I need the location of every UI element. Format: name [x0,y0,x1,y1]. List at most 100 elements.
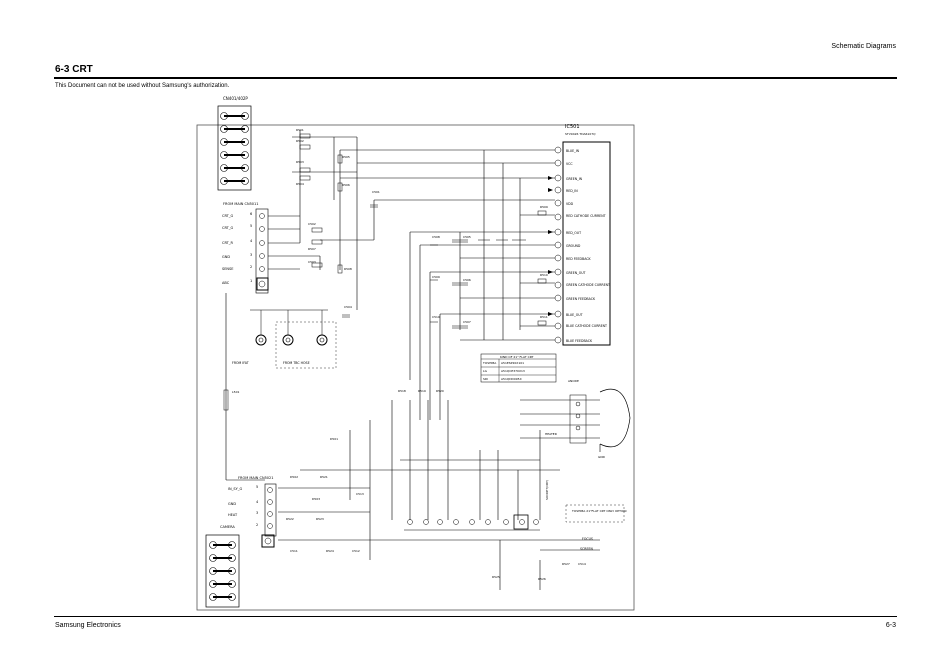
svg-text:4: 4 [250,239,253,243]
footer-company: Samsung Electronics [55,622,121,629]
svg-text:CAMERA: CAMERA [220,525,235,529]
ic501-body [562,141,611,346]
from-main-label: FROM MAIN CN5011 [223,202,258,206]
crt-neck [569,388,631,452]
svg-text:ABC: ABC [222,281,230,285]
focus-label: FOCUS [582,537,593,541]
footer-page-number: 6-3 [885,622,896,629]
from-ifat-label: FROM IFAT [232,361,249,365]
main-connector-pins [256,213,269,291]
svg-text:A51QDD095X: A51QDD095X [501,377,522,381]
bottom-block-pins [209,541,236,601]
svg-text:R526: R526 [538,577,546,581]
svg-text:VDD: VDD [566,202,574,206]
svg-text:R502: R502 [296,139,304,143]
passive-components [299,133,547,329]
svg-text:C501: C501 [372,190,380,194]
bottom-connector-pins [261,487,275,548]
svg-text:R518: R518 [398,389,406,393]
svg-text:SENSE: SENSE [222,267,233,271]
ic-pins: BLUE_IN VCC GREEN_IN RED_IN VDD RED CATH… [548,146,610,344]
svg-text:HEAT: HEAT [228,513,238,517]
svg-text:2: 2 [256,523,258,527]
svg-text:RED CATHODE CURRENT: RED CATHODE CURRENT [566,214,606,218]
svg-text:C513: C513 [356,492,364,496]
svg-text:CRT_G: CRT_G [222,214,234,218]
toshiba-note-box [565,504,625,523]
ic-part: STV9426 TDA6107Q [565,132,596,136]
l501-label: L501 [232,390,239,394]
svg-text:D502: D502 [290,475,298,479]
svg-text:C502: C502 [308,222,316,226]
svg-text:1: 1 [250,279,252,283]
ifat-tbc-jacks [250,309,337,369]
svg-text:A51QCE370X13: A51QCE370X13 [501,369,525,373]
svg-text:R511: R511 [540,315,548,319]
svg-text:R527: R527 [562,562,570,566]
crt-type-table: KIND OF 21" FLAT CRT TOSHIBA A51ESP20X10… [480,353,557,383]
svg-text:C507: C507 [463,320,471,324]
svg-text:R519: R519 [418,389,426,393]
svg-text:A51ESP20X101: A51ESP20X101 [501,361,524,365]
svg-text:BLUE_OUT: BLUE_OUT [566,313,583,317]
svg-text:5: 5 [256,485,258,489]
from-tbc-label: FROM TBC HOSE [283,361,310,365]
main-connector [255,208,269,294]
svg-text:KIND OF 21" FLAT CRT: KIND OF 21" FLAT CRT [500,355,534,359]
bottom-connector-block [205,534,240,608]
svg-text:BLUE FEEDBACK: BLUE FEEDBACK [566,339,593,343]
svg-text:D501: D501 [330,437,338,441]
svg-text:C508: C508 [432,235,440,239]
socket-label: SOCKET(CRT) [545,480,549,500]
top-connector-block [217,105,252,191]
svg-text:GROUND: GROUND [566,244,581,248]
svg-text:C511: C511 [290,549,298,553]
svg-text:C509: C509 [432,275,440,279]
svg-text:R525: R525 [492,575,500,579]
left-bus [223,293,265,481]
svg-text:3: 3 [256,511,258,515]
top-connector-pins [220,112,249,185]
svg-text:BLUE_IN: BLUE_IN [566,149,580,153]
svg-text:CRT_G: CRT_G [222,226,234,230]
svg-text:6: 6 [250,212,252,216]
svg-text:GREEN FEEDBACK: GREEN FEEDBACK [566,297,596,301]
svg-text:R501: R501 [296,128,304,132]
svg-text:4: 4 [256,500,259,504]
svg-text:GREEN CATHODE CURRENT: GREEN CATHODE CURRENT [566,283,610,287]
svg-text:TOSHIBA: TOSHIBA [482,361,497,365]
top-connector-label: CN401/402P [223,96,248,101]
svg-text:5: 5 [250,224,252,228]
svg-text:RED_OUT: RED_OUT [566,231,581,235]
bottom-connector [264,483,277,537]
signal-wiring [268,130,555,420]
socket-pins [404,514,540,531]
bottom-divider [54,616,897,617]
svg-text:R510: R510 [540,273,548,277]
gnd-label: GND [598,455,606,459]
svg-text:R505: R505 [342,155,350,159]
svg-text:R508: R508 [344,267,352,271]
from-main-2-label: FROM MAIN CN5021 [238,476,273,480]
heater-label: HEATER [545,432,557,436]
svg-text:R524: R524 [326,549,334,553]
page-title: 6-3 CRT [55,64,93,75]
svg-text:R521: R521 [320,475,328,479]
svg-text:C503: C503 [308,260,316,264]
svg-text:R507: R507 [308,247,316,251]
svg-text:RED_IN: RED_IN [566,189,578,193]
section-label: Schematic Diagrams [831,43,896,50]
svg-text:R520: R520 [436,389,444,393]
svg-text:LG: LG [483,369,488,373]
svg-text:SDI: SDI [483,377,488,381]
svg-text:GREEN_OUT: GREEN_OUT [566,271,586,275]
svg-text:3: 3 [250,253,252,257]
toshiba-note: TOSHIBA 21"FLAT CRT ONLY OPTION [571,509,626,513]
svg-text:R522: R522 [286,517,294,521]
schematic-frame [196,124,635,611]
svg-text:D503: D503 [312,497,320,501]
